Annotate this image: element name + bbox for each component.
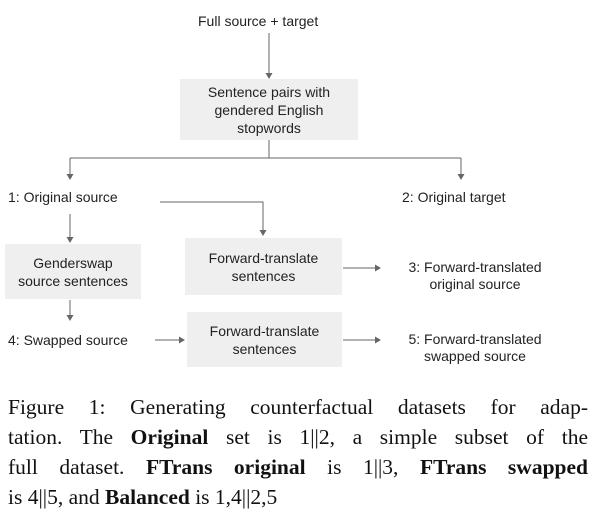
node-sentence-pairs: Sentence pairs with gendered English sto… [180, 79, 358, 140]
caption-line-3: full dataset. FTrans original is 1||3, F… [8, 452, 588, 482]
arrowhead [375, 264, 381, 272]
node-forward-translate-1-line-1: Forward-translate [208, 249, 319, 266]
node-genderswap-line-1: Genderswap [33, 254, 113, 271]
arrowhead [66, 315, 74, 321]
caption-text: tation. The [8, 425, 131, 449]
node-forward-translated-swapped-line-1: 5: Forward-translated [408, 331, 542, 347]
caption-text: full dataset. [8, 455, 146, 479]
node-sentence-pairs-line-1: Sentence pairs with [207, 83, 331, 100]
figure-caption: Figure 1: Generating counterfactual data… [8, 392, 588, 512]
caption-text: is 4||5, and [8, 485, 105, 509]
node-forward-translated-swapped: 5: Forward-translated swapped source [390, 331, 560, 365]
node-sentence-pairs-line-2: gendered English [214, 101, 324, 118]
arrowhead [259, 230, 267, 236]
caption-text: set is 1||2, a simple subset of the [208, 425, 588, 449]
node-forward-translate-2: Forward-translate sentences [187, 312, 342, 367]
caption-bold-ftrans-original: FTrans original [145, 455, 306, 479]
node-original-target: 2: Original target [402, 189, 506, 205]
caption-line-2: tation. The Original set is 1||2, a simp… [8, 422, 588, 452]
arrowhead [66, 237, 74, 243]
node-sentence-pairs-line-3: stopwords [237, 119, 301, 136]
node-genderswap-line-2: source sentences [18, 272, 128, 289]
arrowhead [265, 73, 273, 79]
caption-text: is 1,4||2,5 [189, 485, 278, 509]
diagram-edges [66, 33, 465, 344]
caption-bold-ftrans-swapped: FTrans swapped [419, 455, 588, 479]
caption-bold-balanced: Balanced [105, 485, 190, 509]
node-forward-translated-original: 3: Forward-translated original source [390, 259, 560, 293]
node-forward-translate-1-line-2: sentences [231, 267, 296, 284]
arrowhead [457, 174, 465, 180]
node-forward-translated-original-line-2: original source [429, 276, 521, 292]
caption-line-1: Figure 1: Generating counterfactual data… [8, 395, 588, 419]
node-forward-translate-1: Forward-translate sentences [185, 238, 342, 295]
node-forward-translated-original-line-1: 3: Forward-translated [408, 259, 542, 275]
node-forward-translate-2-line-1: Forward-translate [209, 322, 320, 339]
node-genderswap: Genderswap source sentences [5, 244, 141, 299]
node-forward-translate-2-line-2: sentences [232, 340, 297, 357]
arrowhead [375, 336, 381, 344]
caption-text: is 1||3, [305, 455, 420, 479]
caption-line-4: is 4||5, and Balanced is 1,4||2,5 [8, 482, 588, 512]
node-forward-translated-swapped-line-2: swapped source [424, 348, 526, 364]
node-original-source: 1: Original source [8, 189, 118, 205]
edge-original-to-ftrans [160, 201, 264, 233]
node-swapped-source: 4: Swapped source [8, 332, 128, 348]
node-full-source-target: Full source + target [198, 13, 319, 29]
caption-bold-original: Original [130, 425, 209, 449]
arrowhead [179, 336, 185, 344]
arrowhead [66, 174, 74, 180]
